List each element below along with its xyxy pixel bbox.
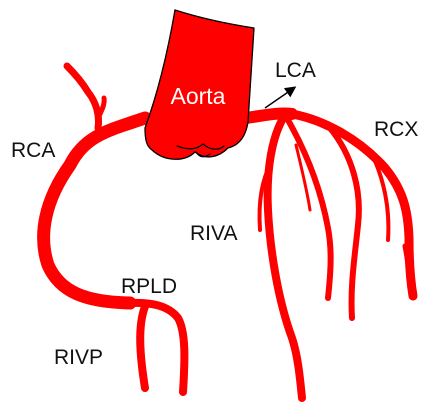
- rivp-vessel: [140, 304, 146, 388]
- rivp-label: RIVP: [54, 346, 103, 369]
- rpld-label: RPLD: [121, 275, 177, 298]
- riva-label: RIVA: [190, 222, 237, 245]
- riva-vessel: [268, 115, 302, 398]
- rpld-vessel: [128, 303, 184, 392]
- rcx-marginal-branch-1: [330, 128, 359, 318]
- rcx-label: RCX: [374, 118, 418, 141]
- lca-label: LCA: [275, 59, 316, 82]
- rca-label: RCA: [11, 139, 55, 162]
- aorta-label: Aorta: [171, 83, 226, 109]
- lca-arrow: [265, 88, 294, 108]
- rca-upper-branch: [67, 66, 99, 128]
